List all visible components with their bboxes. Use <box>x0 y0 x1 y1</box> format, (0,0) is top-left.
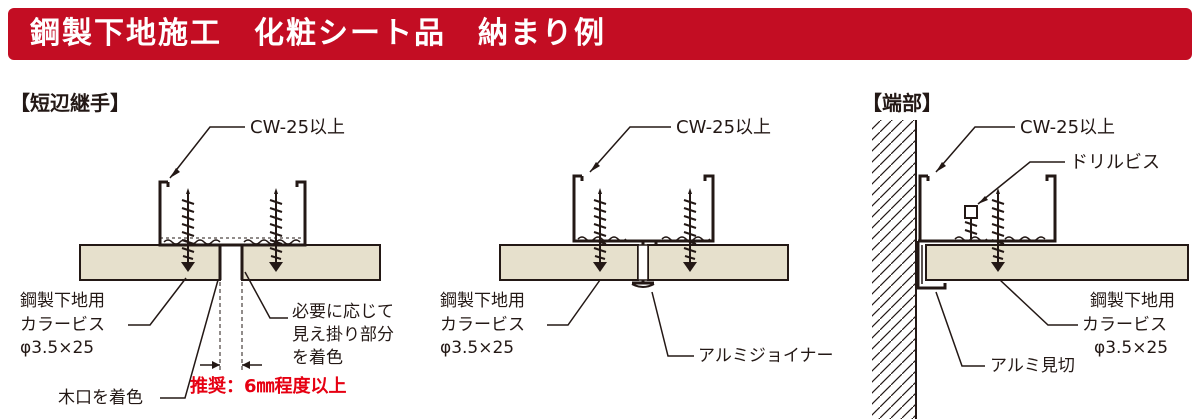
joiner-label: アルミジョイナー <box>698 346 834 366</box>
board-left <box>79 244 221 281</box>
board-joiner-left <box>499 244 639 281</box>
c-channel-2 <box>572 174 715 243</box>
note-label-c: を着色 <box>292 348 343 368</box>
channel-label-1: CW-25以上 <box>250 117 345 138</box>
title-bar: 鋼製下地施工 化粧シート品 納まり例 <box>8 8 1192 60</box>
screw-label-1b: カラービス <box>20 315 105 335</box>
board-joiner-right <box>647 244 789 281</box>
screw-label-2c: φ3.5×25 <box>440 338 514 358</box>
screw-label-1a: 鋼製下地用 <box>20 291 105 311</box>
recommend-label: 推奨：6㎜程度以上 <box>190 375 347 397</box>
screw-label-1c: φ3.5×25 <box>20 338 94 358</box>
screw-label-2a: 鋼製下地用 <box>440 291 525 311</box>
screw-label-3a: 鋼製下地用 <box>1090 291 1175 311</box>
board-end <box>925 244 1189 281</box>
c-channel-1 <box>158 180 307 247</box>
drill-label: ドリルビス <box>1070 152 1160 173</box>
screw-label-3c: φ3.5×25 <box>1094 338 1168 358</box>
trim-label: アルミ見切 <box>990 356 1075 376</box>
board-right <box>241 244 381 281</box>
screw-label-2b: カラービス <box>440 315 525 335</box>
edge-label: 木口を着色 <box>58 388 143 408</box>
wall-hatch <box>872 120 916 419</box>
end-heading: 【端部】 <box>862 91 942 115</box>
drill-screw-icon <box>964 205 978 240</box>
channel-label-3: CW-25以上 <box>1020 117 1115 138</box>
c-channel-3 <box>918 174 1057 243</box>
page-title: 鋼製下地施工 化粧シート品 納まり例 <box>30 16 606 51</box>
short-joint-heading: 【短辺継手】 <box>10 91 130 115</box>
note-label-b: 見え掛り部分 <box>292 325 394 345</box>
screw-label-3b: カラービス <box>1082 315 1167 335</box>
note-label-a: 必要に応じて <box>292 302 394 322</box>
channel-label-2: CW-25以上 <box>676 117 771 138</box>
